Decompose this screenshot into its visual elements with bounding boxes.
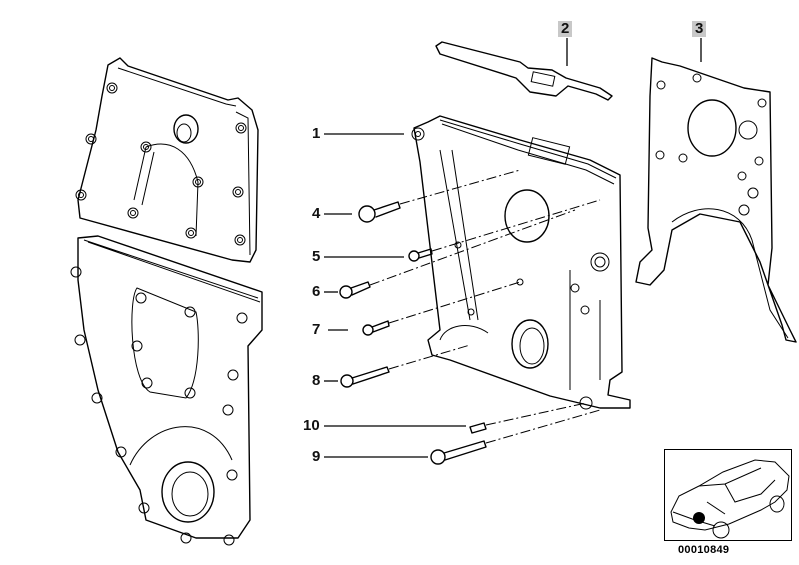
callout-10[interactable]: 10 [303, 417, 320, 434]
callout-7[interactable]: 7 [312, 321, 321, 338]
car-icon [670, 459, 790, 539]
lower-timing-cover [70, 235, 263, 546]
vehicle-locator-inset [664, 449, 792, 541]
bolt-6 [339, 281, 371, 299]
callout-3[interactable]: 3 [692, 21, 707, 37]
location-marker-icon [693, 512, 705, 524]
callout-4[interactable]: 4 [312, 205, 321, 222]
upper-timing-cover [75, 57, 259, 263]
bolt-5 [408, 248, 433, 262]
callout-2[interactable]: 2 [558, 21, 573, 37]
gasket-3 [635, 57, 797, 343]
callout-1[interactable]: 1 [312, 125, 321, 142]
timing-case-cover [411, 115, 631, 410]
bolt-7 [362, 320, 390, 336]
alignment-lines [369, 169, 601, 444]
callout-9[interactable]: 9 [312, 448, 321, 465]
gasket-2 [435, 41, 613, 101]
dowel-10 [469, 422, 487, 434]
bolt-8 [340, 366, 390, 388]
callout-5[interactable]: 5 [312, 248, 321, 265]
callout-6[interactable]: 6 [312, 283, 321, 300]
callout-8[interactable]: 8 [312, 372, 321, 389]
reference-code: 00010849 [678, 544, 730, 556]
bolt-9 [430, 440, 487, 465]
bolt-4 [358, 201, 401, 223]
leader-lines [324, 38, 702, 458]
